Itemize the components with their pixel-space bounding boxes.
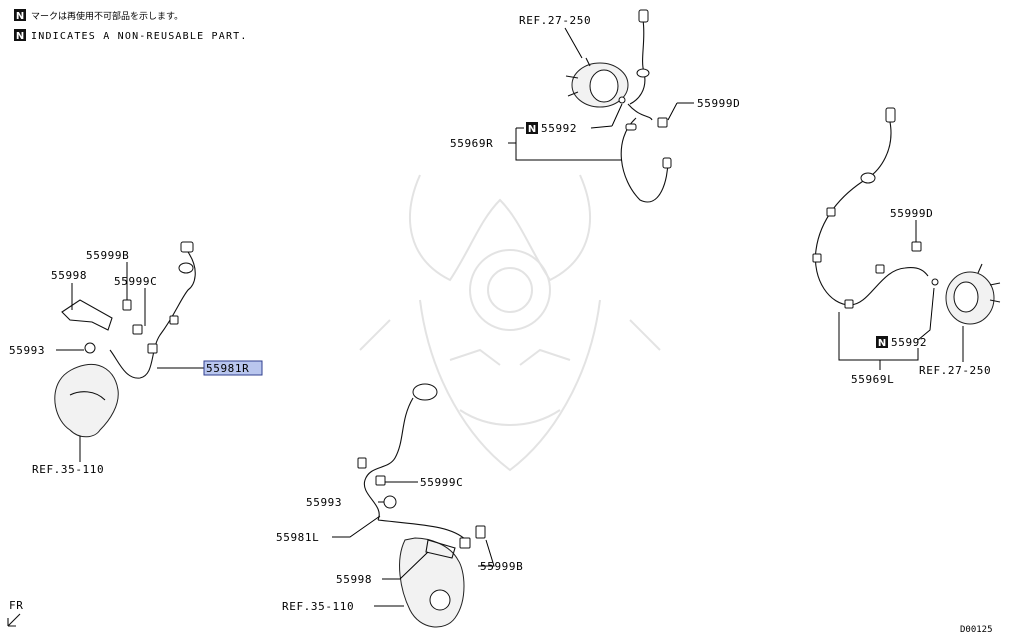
svg-text:N: N	[16, 31, 24, 42]
front-right-sensor-group	[54, 241, 196, 438]
part-label-55993-left[interactable]: 55993	[9, 344, 45, 357]
part-label-55969l[interactable]: 55969L	[851, 373, 894, 386]
part-label-55999c-bottom[interactable]: 55999C	[420, 476, 463, 489]
svg-text:N: N	[528, 124, 536, 135]
part-label-55999d-top[interactable]: 55999D	[697, 97, 740, 110]
part-label-55992-right[interactable]: 55992	[891, 336, 927, 349]
svg-text:N: N	[878, 338, 886, 349]
front-arrow-icon	[7, 613, 21, 627]
part-label-55999c-left[interactable]: 55999C	[114, 275, 157, 288]
part-label-55969r[interactable]: 55969R	[450, 137, 493, 150]
ref-label-27-250-right[interactable]: REF.27-250	[919, 364, 991, 377]
diagram-code: D00125	[960, 625, 993, 635]
non-reusable-marker-right: N	[876, 336, 888, 349]
front-direction-indicator: FR	[7, 599, 23, 627]
leader-lines	[56, 27, 964, 607]
non-reusable-note-jp: N マークは再使用不可部品を示します。	[14, 9, 183, 22]
watermark-logo	[359, 174, 661, 472]
highlight-55981r	[203, 360, 263, 376]
non-reusable-badge: N	[16, 11, 24, 22]
part-label-55998-left[interactable]: 55998	[51, 269, 87, 282]
part-label-55992-top[interactable]: 55992	[541, 122, 577, 135]
rear-right-sensor-group	[565, 9, 672, 203]
part-label-55999b-left[interactable]: 55999B	[86, 249, 129, 262]
ref-label-27-250-top[interactable]: REF.27-250	[519, 14, 591, 27]
fr-label: FR	[9, 599, 23, 612]
front-left-sensor-group	[357, 383, 486, 628]
part-label-55998-bottom[interactable]: 55998	[336, 573, 372, 586]
non-reusable-marker-top: N	[526, 122, 538, 135]
rear-left-sensor-group	[812, 107, 1001, 325]
part-label-55999d-right[interactable]: 55999D	[890, 207, 933, 220]
note-line-en: INDICATES A NON-REUSABLE PART.	[31, 31, 248, 42]
part-label-55981r[interactable]: 55981R	[206, 362, 249, 375]
note-line-jp: マークは再使用不可部品を示します。	[31, 10, 183, 22]
part-label-55999b-bottom[interactable]: 55999B	[480, 560, 523, 573]
part-label-55981l[interactable]: 55981L	[276, 531, 319, 544]
non-reusable-note-en: N INDICATES A NON-REUSABLE PART.	[14, 29, 248, 42]
ref-label-35-110-left[interactable]: REF.35-110	[32, 463, 104, 476]
ref-label-35-110-bottom[interactable]: REF.35-110	[282, 600, 354, 613]
part-label-55993-bottom[interactable]: 55993	[306, 496, 342, 509]
